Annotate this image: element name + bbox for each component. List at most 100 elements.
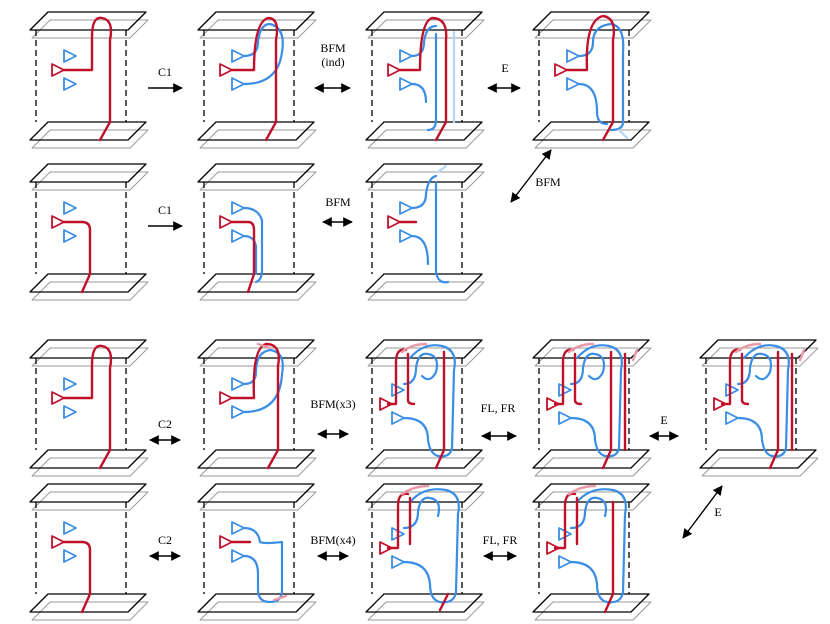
red-vertex-triangle [554,63,568,77]
blue-strand [569,488,627,604]
move-label-c2-row4: C2 [158,533,172,547]
bottom-plane [29,593,147,613]
blue-vertex-triangle [558,411,572,425]
top-plane [29,339,147,359]
blue-vertex-triangle [231,405,245,419]
bottom-back-plane [31,457,149,477]
blue-vertex-triangle [399,201,413,215]
bottom-back-plane [31,281,149,301]
bottom-plane [197,121,315,141]
diagram-panel [197,11,317,149]
top-plane [699,339,817,359]
red-faded-strand [400,484,430,496]
blue-vertex-triangle [391,555,405,569]
bottom-plane [365,449,483,469]
red-strand [565,14,616,142]
blue-strand [742,344,790,458]
bottom-back-plane [534,129,652,149]
blue-strand [402,496,441,530]
red-vertex-triangle [387,215,401,229]
blue-faded-strand [436,164,448,174]
diagram-panel [699,339,819,477]
bottom-plane [699,449,817,469]
blue-vertex-triangle [63,521,77,535]
top-back-plane [534,19,652,39]
red-vertex-triangle [387,63,401,77]
blue-strand [569,496,608,530]
bottom-plane [365,121,483,141]
top-plane [365,339,483,359]
move-label-fl-fr-row4: FL, FR [483,533,518,547]
diagram-panel [29,11,149,149]
bottom-back-plane [199,129,317,149]
red-strand [573,352,583,406]
red-strand [62,344,113,470]
blue-vertex-triangle [391,383,405,397]
red-strand [230,16,279,142]
move-label-bfmx3: BFM(x3) [310,397,355,411]
blue-vertex-triangle [558,383,572,397]
diagram-panel [197,163,317,301]
bottom-back-plane [31,129,149,149]
blue-vertex-triangle [399,77,413,91]
top-back-plane [534,491,652,511]
blue-strand [242,206,264,284]
red-strand [62,16,113,142]
red-faded-strand [631,348,639,362]
top-back-plane [367,347,485,367]
blue-vertex-triangle [231,549,245,563]
blue-strand [402,416,440,458]
bottom-plane [29,449,147,469]
top-plane [29,483,147,503]
red-vertex-triangle [546,541,560,555]
red-vertex-triangle [546,397,560,411]
blue-vertex-triangle [391,411,405,425]
move-label-e-diag: E [714,505,721,519]
blue-vertex-triangle [231,521,245,535]
blue-vertex-triangle [63,77,77,91]
red-strand [386,492,410,550]
move-label-bfmx4: BFM(x4) [310,533,355,547]
top-plane [532,11,650,31]
red-strand [438,592,450,612]
top-plane [365,11,483,31]
top-plane [197,163,315,183]
move-label-bfm-ind: BFM [320,41,346,55]
diagram-panel [532,11,652,149]
red-strand [398,16,448,142]
bottom-plane [532,593,650,613]
move-label-c1-row2: C1 [158,203,172,217]
red-vertex-triangle [219,391,233,405]
top-back-plane [31,491,149,511]
red-strand [230,342,280,470]
diagram-panel [365,163,485,301]
bottom-back-plane [31,601,149,621]
blue-strand [410,234,430,266]
red-strand [601,350,613,470]
red-vertex-triangle [713,397,727,411]
blue-strand [434,180,450,284]
blue-vertex-triangle [63,49,77,63]
bottom-back-plane [367,129,485,149]
move-label-bfm-row2: BFM [325,195,351,209]
blue-vertex-triangle [566,49,580,63]
bottom-plane [197,273,315,293]
blue-vertex-triangle [558,555,572,569]
blue-vertex-triangle [231,201,245,215]
top-plane [29,11,147,31]
blue-vertex-triangle [63,229,77,243]
blue-strand [426,32,438,132]
diagram-panel [29,163,149,301]
red-vertex-triangle [219,215,233,229]
bottom-back-plane [534,601,652,621]
diagram-panel [29,339,149,477]
top-back-plane [31,171,149,191]
red-strand [62,220,92,294]
bottom-plane [29,273,147,293]
diagram-panel [532,339,652,477]
move-sublabel-bfm-ind: (ind) [321,55,344,69]
blue-strand [736,416,774,458]
top-plane [532,339,650,359]
bottom-plane [532,449,650,469]
